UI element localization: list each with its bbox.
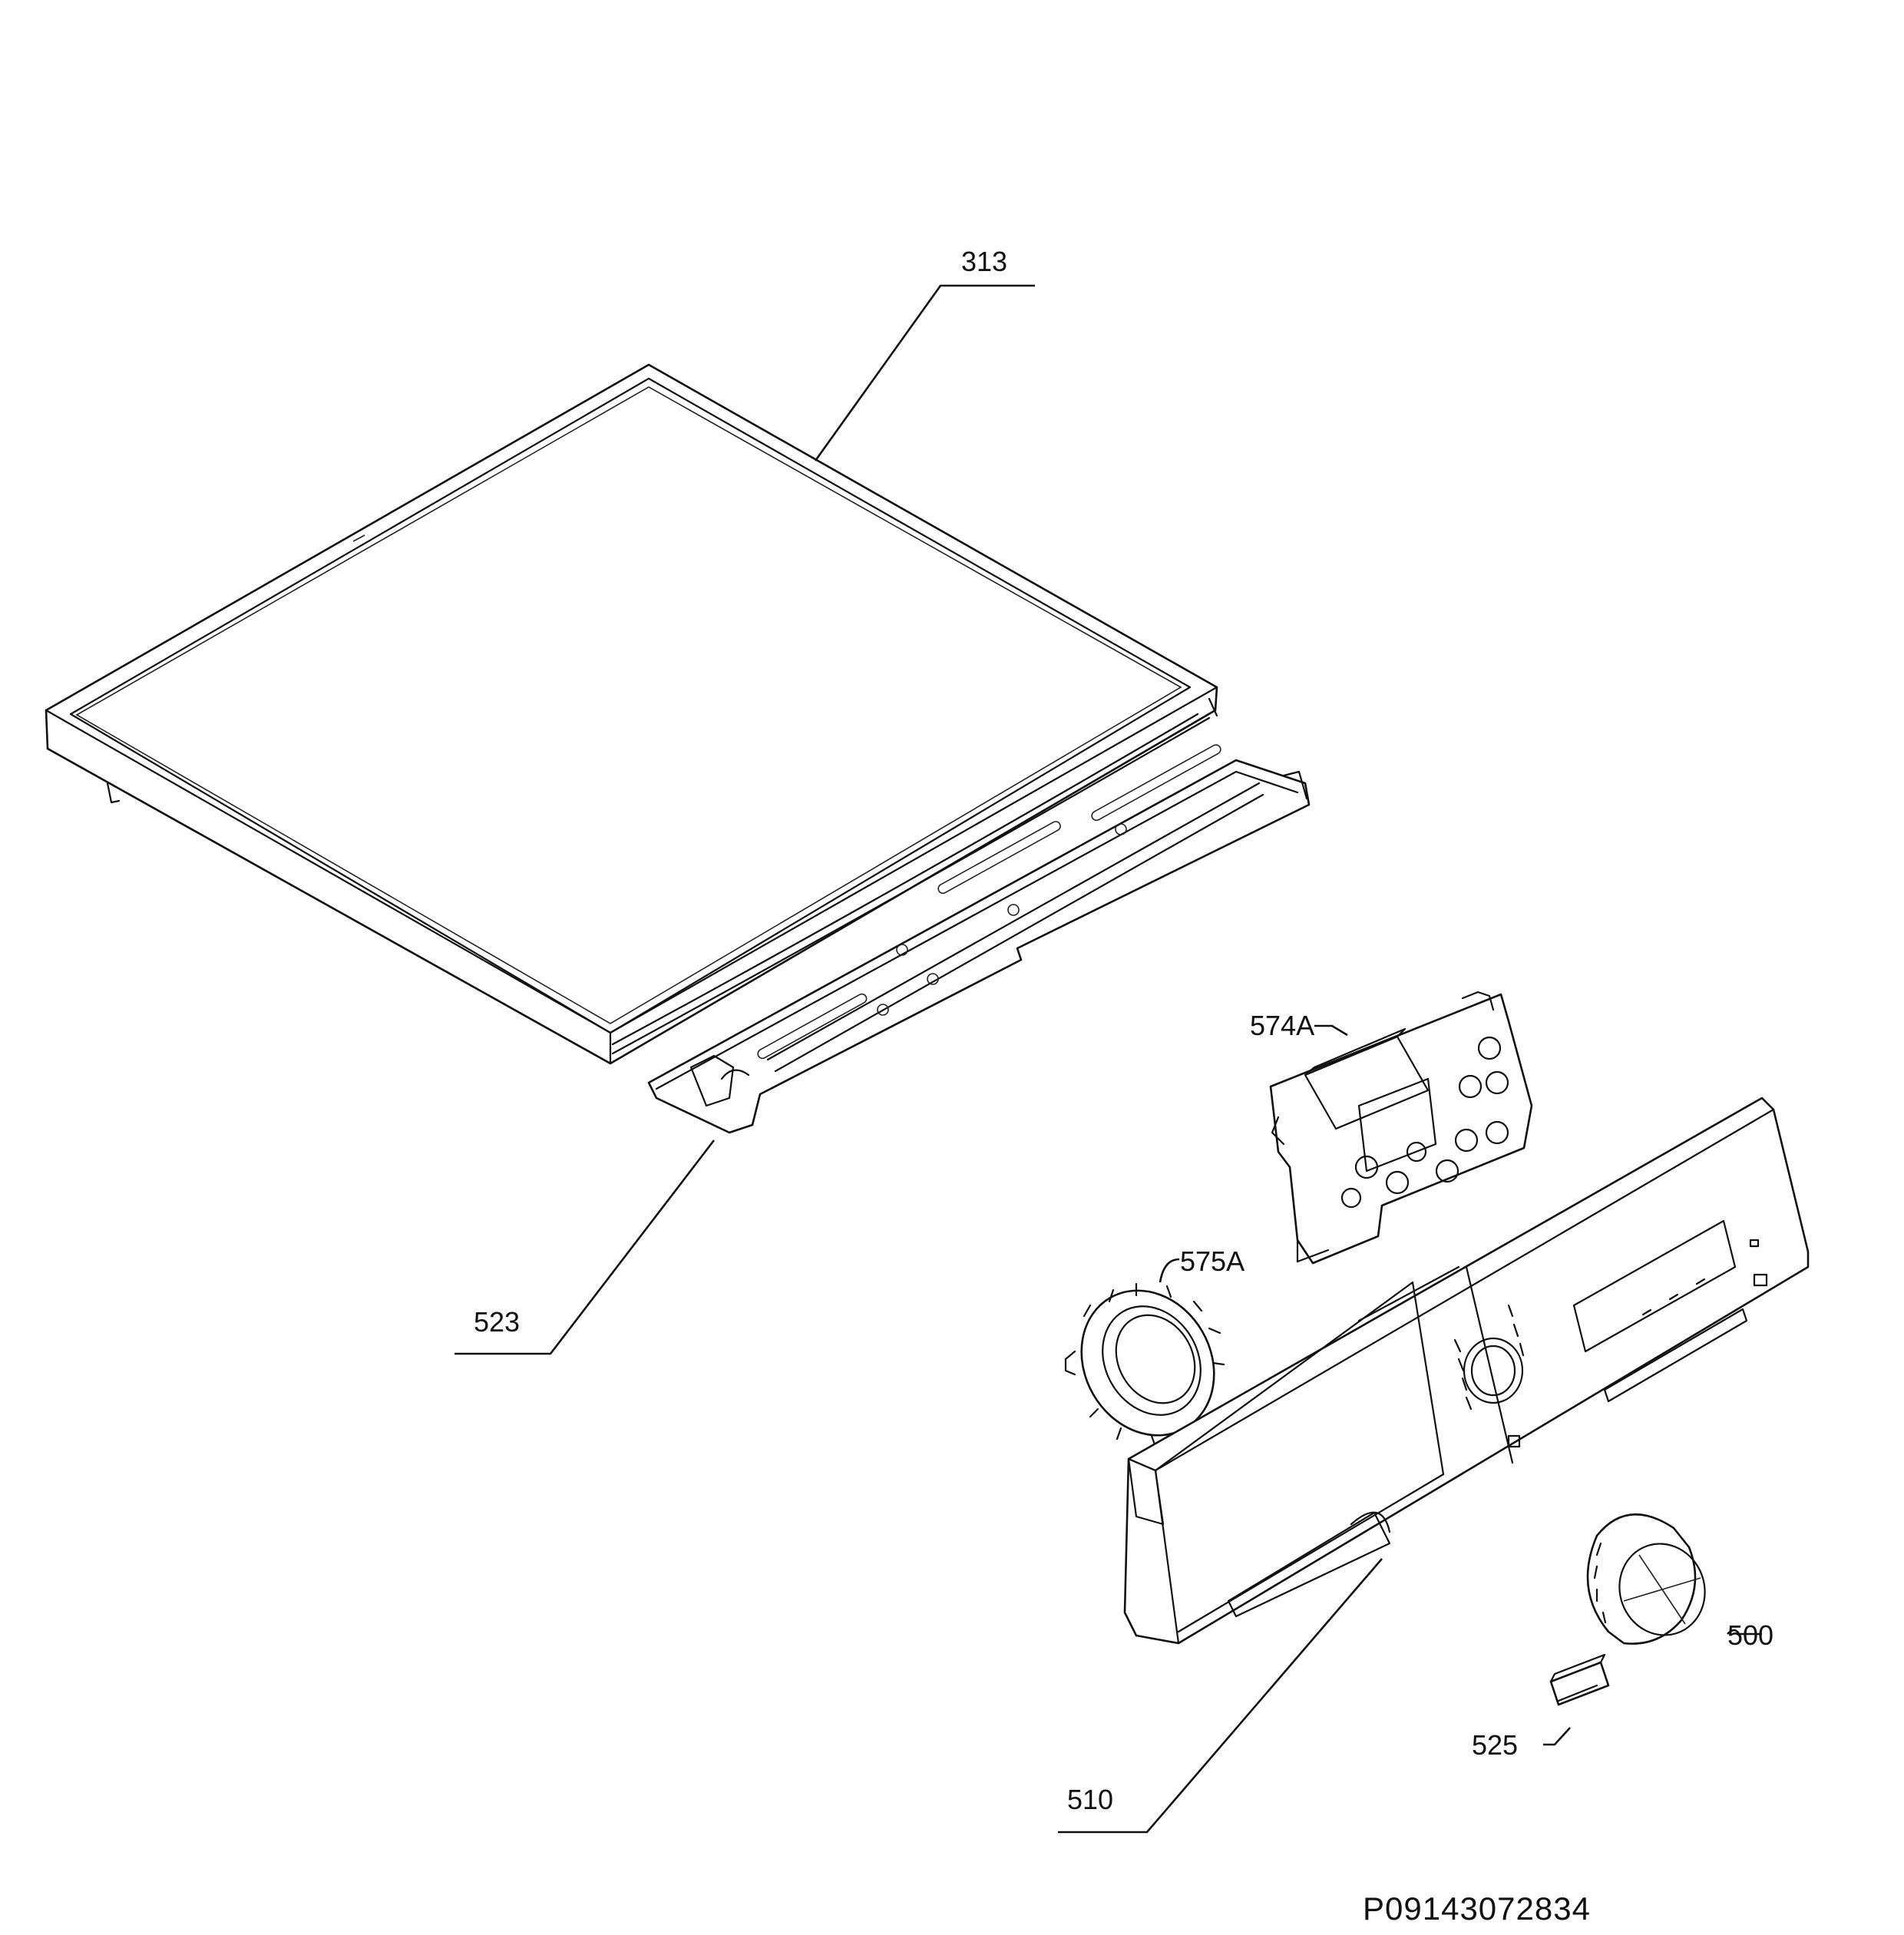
document-number: P09143072834 [1363,1890,1591,1927]
rail-bracket-part [647,744,1311,1134]
leader-500 [1727,1629,1762,1636]
callout-525: 525 [1472,1729,1518,1761]
callout-313: 313 [961,246,1007,277]
leader-510 [1058,1558,1383,1834]
control-panel-part [1123,1096,1810,1645]
electronic-board-part [1269,991,1533,1265]
knob-part [1586,1513,1706,1645]
callout-523: 523 [474,1306,520,1338]
leader-523 [455,1140,716,1355]
knob-ring-part [1064,1282,1225,1448]
leader-574A [1314,1024,1348,1037]
leader-575A [1159,1258,1180,1283]
callout-510: 510 [1067,1784,1113,1815]
callout-575A: 575A [1180,1245,1245,1277]
top-cover-part [45,363,1218,1065]
leader-525 [1543,1727,1571,1746]
button-part [1549,1653,1610,1706]
callout-500: 500 [1727,1619,1773,1651]
leader-313 [814,284,1035,461]
callout-574A: 574A [1250,1010,1314,1041]
